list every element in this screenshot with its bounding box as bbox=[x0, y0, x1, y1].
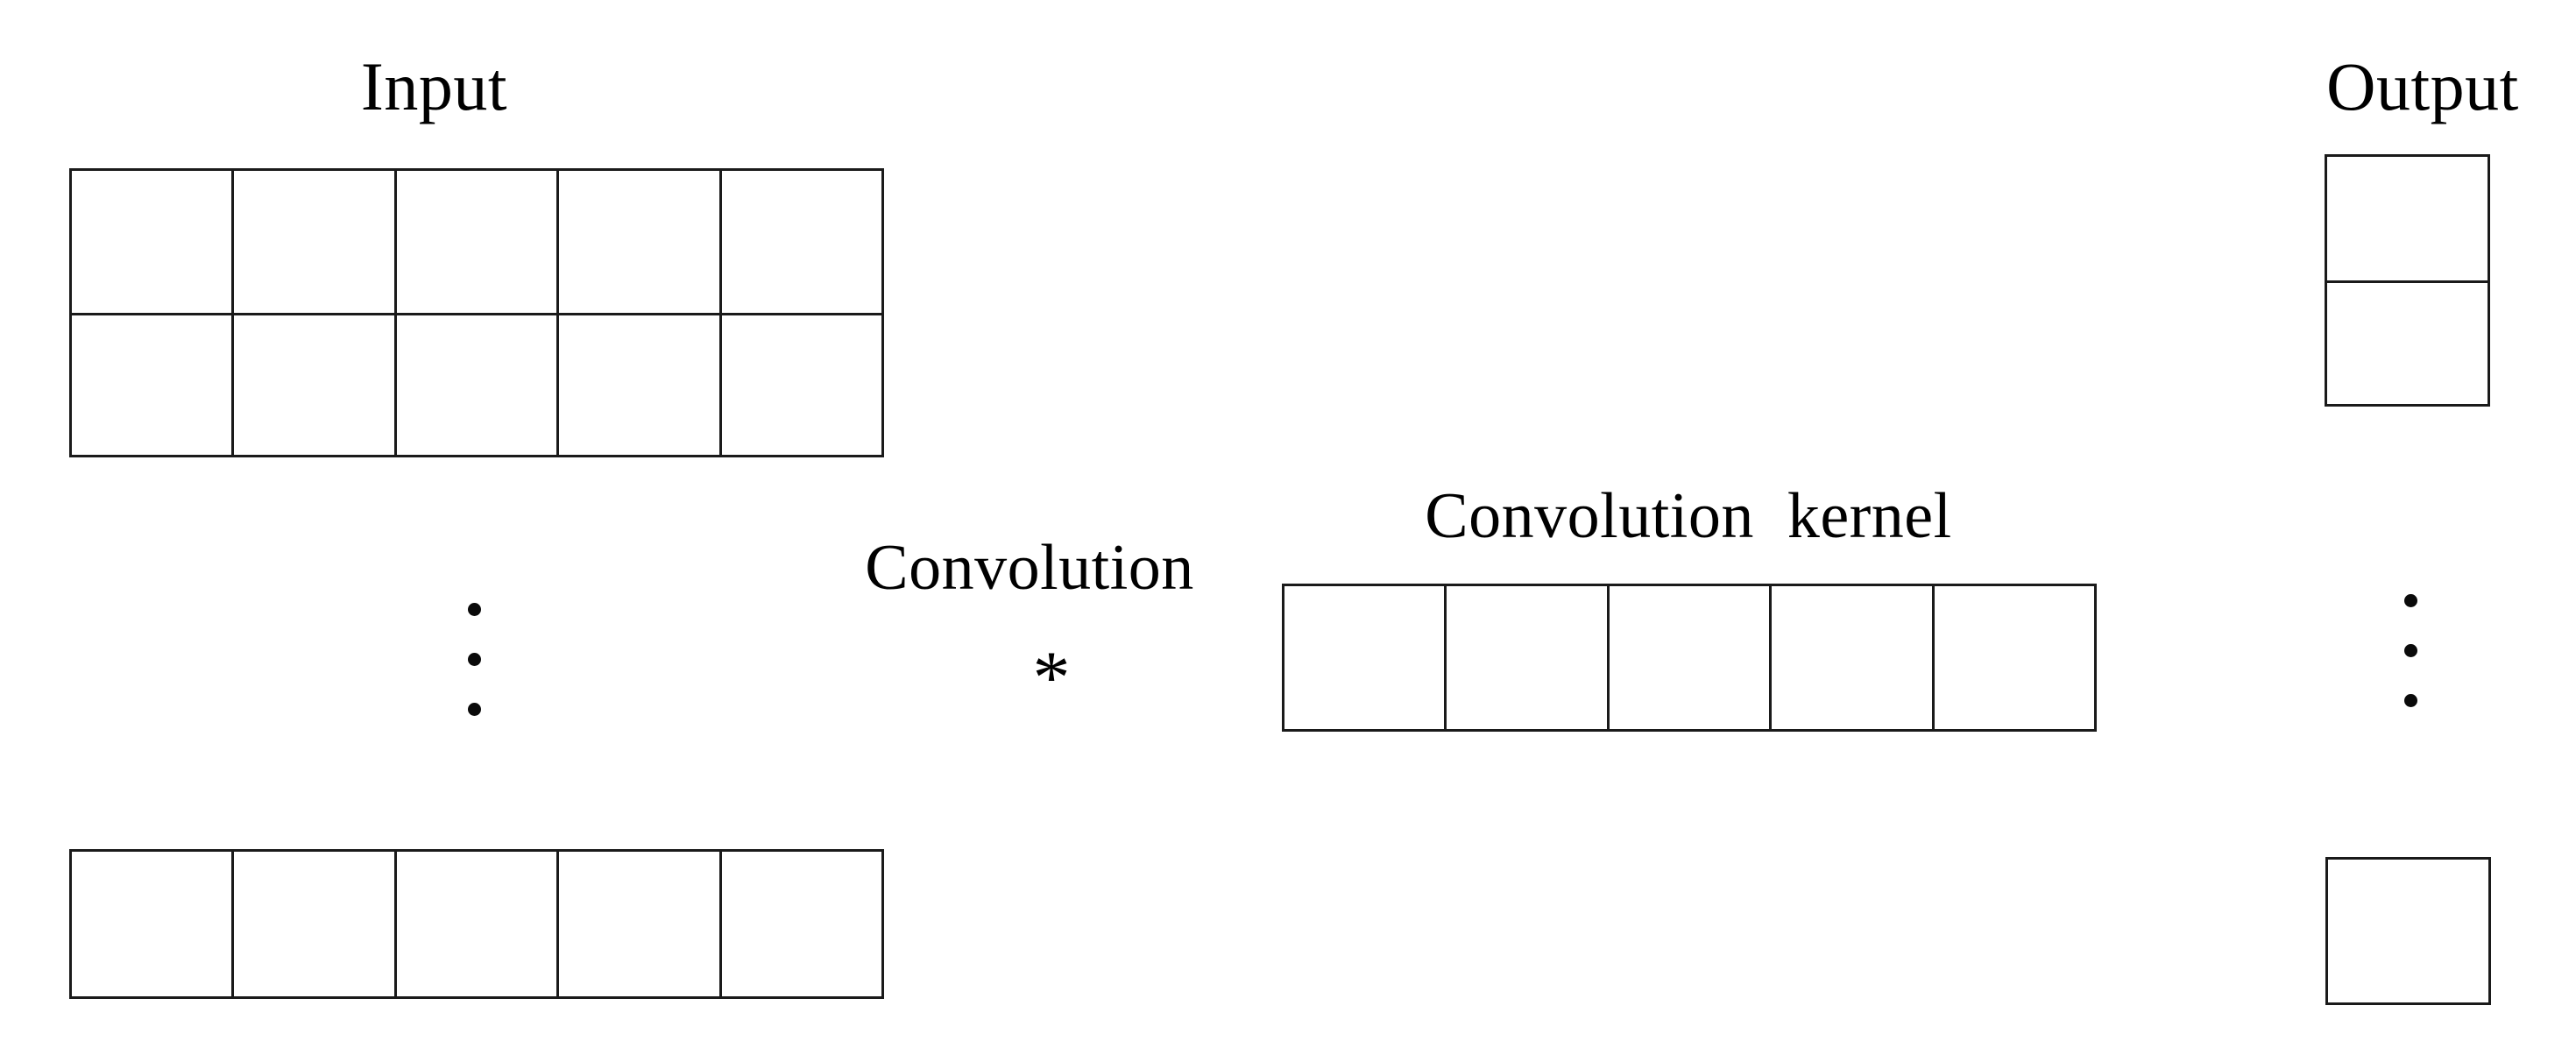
ellipsis-dot bbox=[468, 703, 481, 716]
ellipsis-dot bbox=[468, 653, 481, 666]
convolution-operator: * bbox=[1032, 635, 1071, 719]
input-cell bbox=[556, 171, 719, 313]
input-cell bbox=[718, 171, 882, 313]
input-cell bbox=[718, 852, 882, 996]
convolution-label: Convolution bbox=[865, 532, 1194, 604]
input-top-grid-row-2 bbox=[72, 313, 882, 455]
ellipsis-dot bbox=[468, 603, 481, 616]
output-cell bbox=[2327, 283, 2488, 404]
input-title: Input bbox=[360, 48, 508, 124]
output-title: Output bbox=[2326, 48, 2519, 124]
output-cell bbox=[2328, 860, 2488, 1002]
output-vertical-ellipsis-icon bbox=[2404, 594, 2417, 707]
output-bottom-grid bbox=[2325, 857, 2491, 1005]
input-cell bbox=[72, 171, 232, 313]
kernel-cell bbox=[1444, 586, 1607, 729]
input-cell bbox=[231, 315, 394, 455]
input-cell bbox=[393, 852, 557, 996]
input-bottom-grid bbox=[69, 849, 884, 999]
output-top-grid-row-2 bbox=[2327, 280, 2488, 404]
ellipsis-dot bbox=[2404, 694, 2417, 707]
output-top-grid-row-1 bbox=[2327, 157, 2488, 280]
input-cell bbox=[72, 852, 232, 996]
kernel-cell bbox=[1284, 586, 1445, 729]
input-cell bbox=[393, 171, 557, 313]
input-cell bbox=[72, 315, 232, 455]
input-cell bbox=[556, 315, 719, 455]
input-cell bbox=[231, 852, 394, 996]
ellipsis-dot bbox=[2404, 644, 2417, 657]
output-top-grid bbox=[2325, 154, 2490, 407]
input-top-grid-row-1 bbox=[72, 171, 882, 313]
kernel-cell bbox=[1931, 586, 2095, 729]
input-vertical-ellipsis-icon bbox=[468, 603, 481, 716]
input-cell bbox=[231, 171, 394, 313]
input-cell bbox=[393, 315, 557, 455]
convolution-kernel-grid bbox=[1282, 584, 2097, 732]
kernel-cell bbox=[1606, 586, 1770, 729]
output-cell bbox=[2327, 157, 2488, 280]
input-cell bbox=[718, 315, 882, 455]
ellipsis-dot bbox=[2404, 594, 2417, 607]
convolution-kernel-title: Convolution kernel bbox=[1425, 480, 1952, 552]
input-top-grid bbox=[69, 168, 884, 457]
kernel-cell bbox=[1769, 586, 1932, 729]
input-cell bbox=[556, 852, 719, 996]
